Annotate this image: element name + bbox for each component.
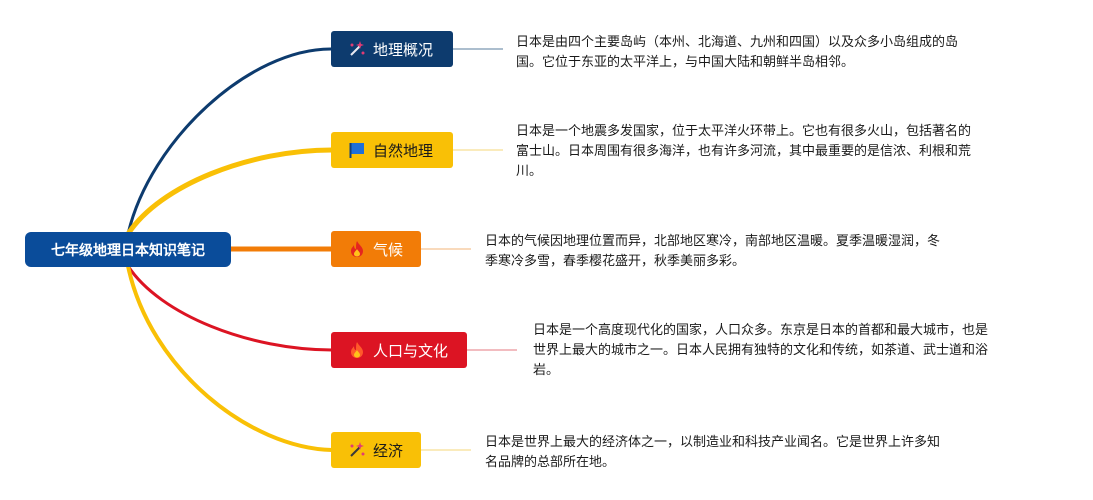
branch-line-economy bbox=[126, 265, 333, 452]
root-node[interactable]: 七年级地理日本知识笔记 bbox=[25, 232, 231, 267]
topic-physical-geography[interactable]: 自然地理 bbox=[331, 132, 453, 168]
note-line: 日本是世界上最大的经济体之一，以制造业和科技产业闻名。它是世界上许多知 bbox=[485, 435, 941, 450]
note-line: 日本是由四个主要岛屿（本州、北海道、九州和四国）以及众多小岛组成的岛 bbox=[516, 35, 959, 50]
topic-label: 自然地理 bbox=[373, 141, 434, 160]
topic-climate[interactable]: 气候 bbox=[331, 231, 421, 267]
note-economy: 日本是世界上最大的经济体之一，以制造业和科技产业闻名。它是世界上许多知 名品牌的… bbox=[485, 433, 975, 473]
note-line: 世界上最大的城市之一。日本人民拥有独特的文化和传统，如茶道、武士道和浴 bbox=[533, 343, 989, 358]
root-node-label: 七年级地理日本知识笔记 bbox=[51, 242, 205, 259]
flag-icon bbox=[347, 140, 367, 160]
note-line: 岩。 bbox=[533, 363, 560, 378]
note-line: 日本是一个地震多发国家，位于太平洋火环带上。它也有很多火山，包括著名的 bbox=[516, 124, 972, 139]
topic-label: 气候 bbox=[373, 240, 404, 259]
note-line: 季寒冷多雪，春季樱花盛开，秋季美丽多彩。 bbox=[485, 254, 746, 269]
topic-label: 地理概况 bbox=[373, 40, 434, 59]
note-line: 川。 bbox=[516, 164, 543, 179]
note-line: 富士山。日本周围有很多海洋，也有许多河流，其中最重要的是信浓、利根和荒 bbox=[516, 144, 972, 159]
branch-line-geography-overview bbox=[126, 47, 333, 235]
note-population-culture: 日本是一个高度现代化的国家，人口众多。东京是日本的首都和最大城市，也是 世界上最… bbox=[533, 321, 1028, 381]
note-physical-geography: 日本是一个地震多发国家，位于太平洋火环带上。它也有很多火山，包括著名的 富士山。… bbox=[516, 122, 1006, 182]
sparkle-wand-icon bbox=[347, 440, 367, 460]
topic-geography-overview[interactable]: 地理概况 bbox=[331, 31, 453, 67]
note-line: 日本是一个高度现代化的国家，人口众多。东京是日本的首都和最大城市，也是 bbox=[533, 323, 989, 338]
fire-icon bbox=[347, 239, 367, 259]
note-line: 名品牌的总部所在地。 bbox=[485, 455, 616, 470]
branch-line-population-culture bbox=[126, 265, 333, 352]
note-line: 国。它位于东亚的太平洋上，与中国大陆和朝鲜半岛相邻。 bbox=[516, 55, 855, 70]
branch-line-physical-geography bbox=[125, 147, 333, 236]
note-climate: 日本的气候因地理位置而异，北部地区寒冷，南部地区温暖。夏季温暖湿润，冬 季寒冷多… bbox=[485, 232, 980, 272]
note-line: 日本的气候因地理位置而异，北部地区寒冷，南部地区温暖。夏季温暖湿润，冬 bbox=[485, 234, 941, 249]
topic-label: 人口与文化 bbox=[373, 341, 449, 360]
topic-label: 经济 bbox=[373, 441, 404, 460]
sparkle-wand-icon bbox=[347, 39, 367, 59]
note-geography-overview: 日本是由四个主要岛屿（本州、北海道、九州和四国）以及众多小岛组成的岛 国。它位于… bbox=[516, 33, 996, 73]
topic-economy[interactable]: 经济 bbox=[331, 432, 421, 468]
topic-population-culture[interactable]: 人口与文化 bbox=[331, 332, 467, 368]
fire-icon bbox=[347, 340, 367, 360]
